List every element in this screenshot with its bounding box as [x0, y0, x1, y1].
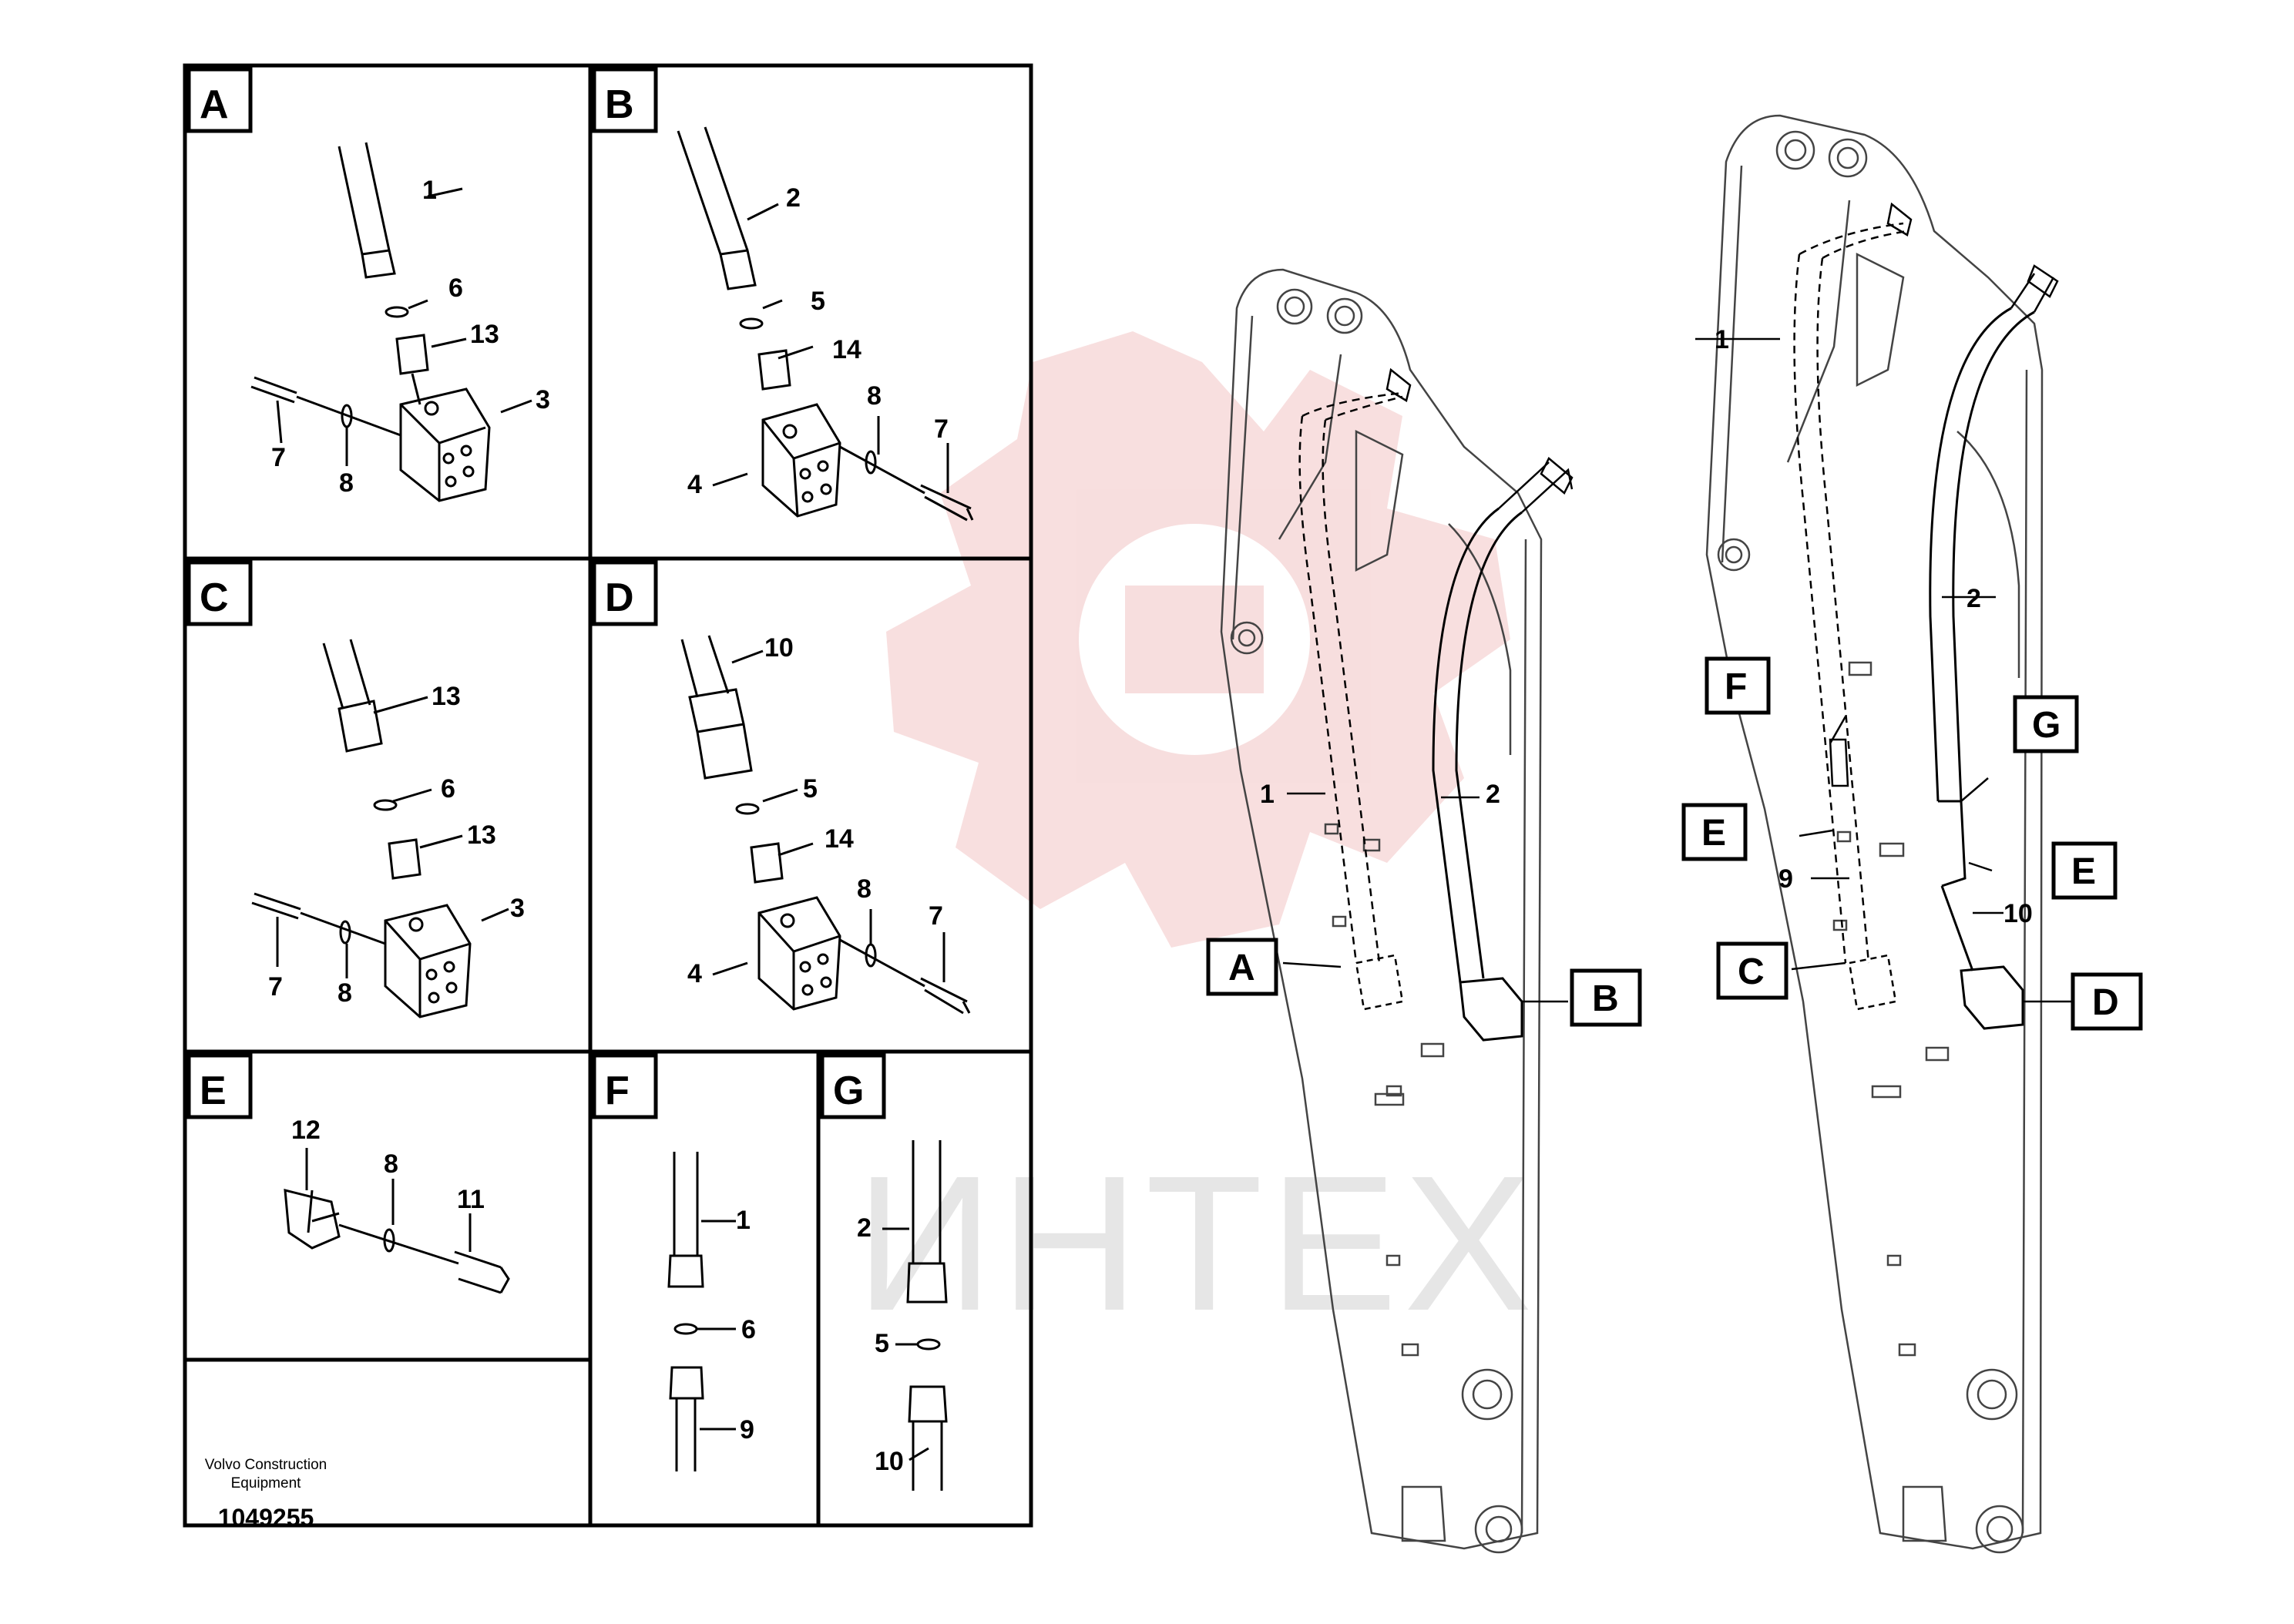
- panel-c-labels: C 13 6 13 3 7 8: [200, 575, 525, 1008]
- boom-right-callout-f: F: [1725, 666, 1747, 707]
- callout-b-3: 8: [867, 381, 882, 411]
- panel-g: [820, 1053, 948, 1491]
- callout-c-2: 13: [467, 820, 496, 850]
- panel-a-labels: A 1 6 13 3 7 8: [200, 82, 550, 498]
- callout-a-5: 8: [339, 468, 354, 498]
- callout-c-1: 6: [441, 774, 455, 804]
- panel-d-letter: D: [605, 575, 634, 620]
- boom-left-hose-2: 2: [1486, 780, 1500, 809]
- boom-left-hose-1: 1: [1260, 780, 1275, 809]
- callout-g-2: 10: [875, 1447, 904, 1476]
- company-name-line2: Equipment: [230, 1475, 301, 1491]
- panel-g-labels: G 2 5 10: [833, 1069, 904, 1476]
- panel-d: [592, 560, 971, 1015]
- callout-g-1: 5: [875, 1329, 889, 1358]
- callout-box-d: [2071, 972, 2143, 1031]
- callout-b-4: 7: [934, 414, 949, 444]
- boom-left-callout-a: A: [1228, 948, 1255, 988]
- panel-c: [186, 560, 509, 1018]
- callout-box-f: [1705, 656, 1771, 715]
- boom-right-hose-2: 2: [1967, 584, 1981, 613]
- callout-c-0: 13: [432, 682, 461, 711]
- callout-f-1: 6: [741, 1315, 756, 1344]
- callout-a-0: 1: [422, 176, 437, 205]
- callout-box-b: [1570, 968, 1642, 1027]
- panel-b-letter: B: [605, 82, 634, 127]
- panel-d-labels: D 10 5 14 8 7 4: [605, 575, 943, 988]
- callout-d-4: 7: [929, 901, 943, 931]
- boom-right: [1695, 114, 2073, 1554]
- panel-f: [592, 1053, 736, 1471]
- callout-c-3: 3: [510, 894, 525, 923]
- panel-e-letter: E: [200, 1069, 227, 1113]
- callout-a-4: 7: [271, 443, 286, 472]
- callout-box-e2: [2051, 841, 2118, 900]
- panel-f-letter: F: [605, 1069, 630, 1113]
- boom-left: [1220, 268, 1574, 1554]
- boom-right-callout-c: C: [1738, 951, 1765, 992]
- boom-right-callout-e1: E: [1701, 813, 1726, 854]
- callout-box-c: [1716, 941, 1789, 1000]
- callout-a-2: 13: [470, 320, 499, 349]
- panel-f-labels: F 1 6 9: [605, 1069, 756, 1444]
- callout-d-2: 14: [825, 824, 854, 854]
- callout-g-0: 2: [857, 1213, 872, 1243]
- boom-right-hose-9: 9: [1778, 864, 1793, 894]
- boom-right-hose-1: 1: [1715, 325, 1729, 354]
- callout-box-e1: [1681, 803, 1748, 861]
- boom-right-callout-d: D: [2092, 982, 2119, 1023]
- panel-a: [186, 67, 532, 502]
- callout-c-5: 8: [338, 978, 352, 1008]
- watermark-logo: [886, 331, 1510, 948]
- boom-right-labels: 1 2 9 10 F G E E C D: [1681, 325, 2143, 1031]
- panel-c-letter: C: [200, 575, 229, 620]
- footer: Volvo Construction Equipment 1049255: [166, 1456, 366, 1532]
- watermark-text: ИНТЕХ: [855, 1136, 1538, 1351]
- panel-b-labels: B 2 5 14 8 7 4: [605, 82, 949, 499]
- panel-grid: [183, 63, 1033, 1528]
- callout-f-0: 1: [736, 1206, 751, 1235]
- boom-left-callout-b: B: [1592, 978, 1619, 1019]
- part-number: 1049255: [217, 1504, 314, 1532]
- callout-a-3: 3: [536, 385, 550, 414]
- callout-b-0: 2: [786, 183, 801, 213]
- panel-e-labels: E 12 8 11: [200, 1069, 485, 1214]
- callout-e-1: 8: [384, 1149, 398, 1179]
- callout-a-1: 6: [448, 273, 463, 303]
- callout-d-3: 8: [857, 874, 872, 904]
- panel-b: [592, 67, 974, 522]
- panel-g-letter: G: [833, 1069, 864, 1113]
- panel-a-letter: A: [200, 82, 229, 127]
- boom-right-callout-e2: E: [2071, 851, 2096, 892]
- callout-f-2: 9: [740, 1415, 754, 1444]
- callout-e-2: 11: [457, 1185, 485, 1214]
- boom-right-hose-10: 10: [2003, 899, 2033, 928]
- callout-box-a: [1206, 938, 1278, 996]
- callout-e-0: 12: [291, 1116, 321, 1145]
- panel-e: [186, 1053, 510, 1294]
- callout-d-0: 10: [764, 633, 794, 663]
- company-name-line1: Volvo Construction: [204, 1457, 327, 1473]
- callout-b-2: 14: [832, 335, 862, 364]
- boom-left-labels: 1 2 A B: [1206, 780, 1642, 1027]
- callout-b-1: 5: [811, 287, 825, 316]
- callout-box-g: [2013, 695, 2079, 753]
- callout-d-1: 5: [803, 774, 818, 804]
- callout-d-5: 4: [687, 959, 702, 988]
- callout-c-4: 7: [268, 972, 283, 1002]
- callout-b-5: 4: [687, 470, 702, 499]
- boom-right-callout-g: G: [2032, 705, 2061, 746]
